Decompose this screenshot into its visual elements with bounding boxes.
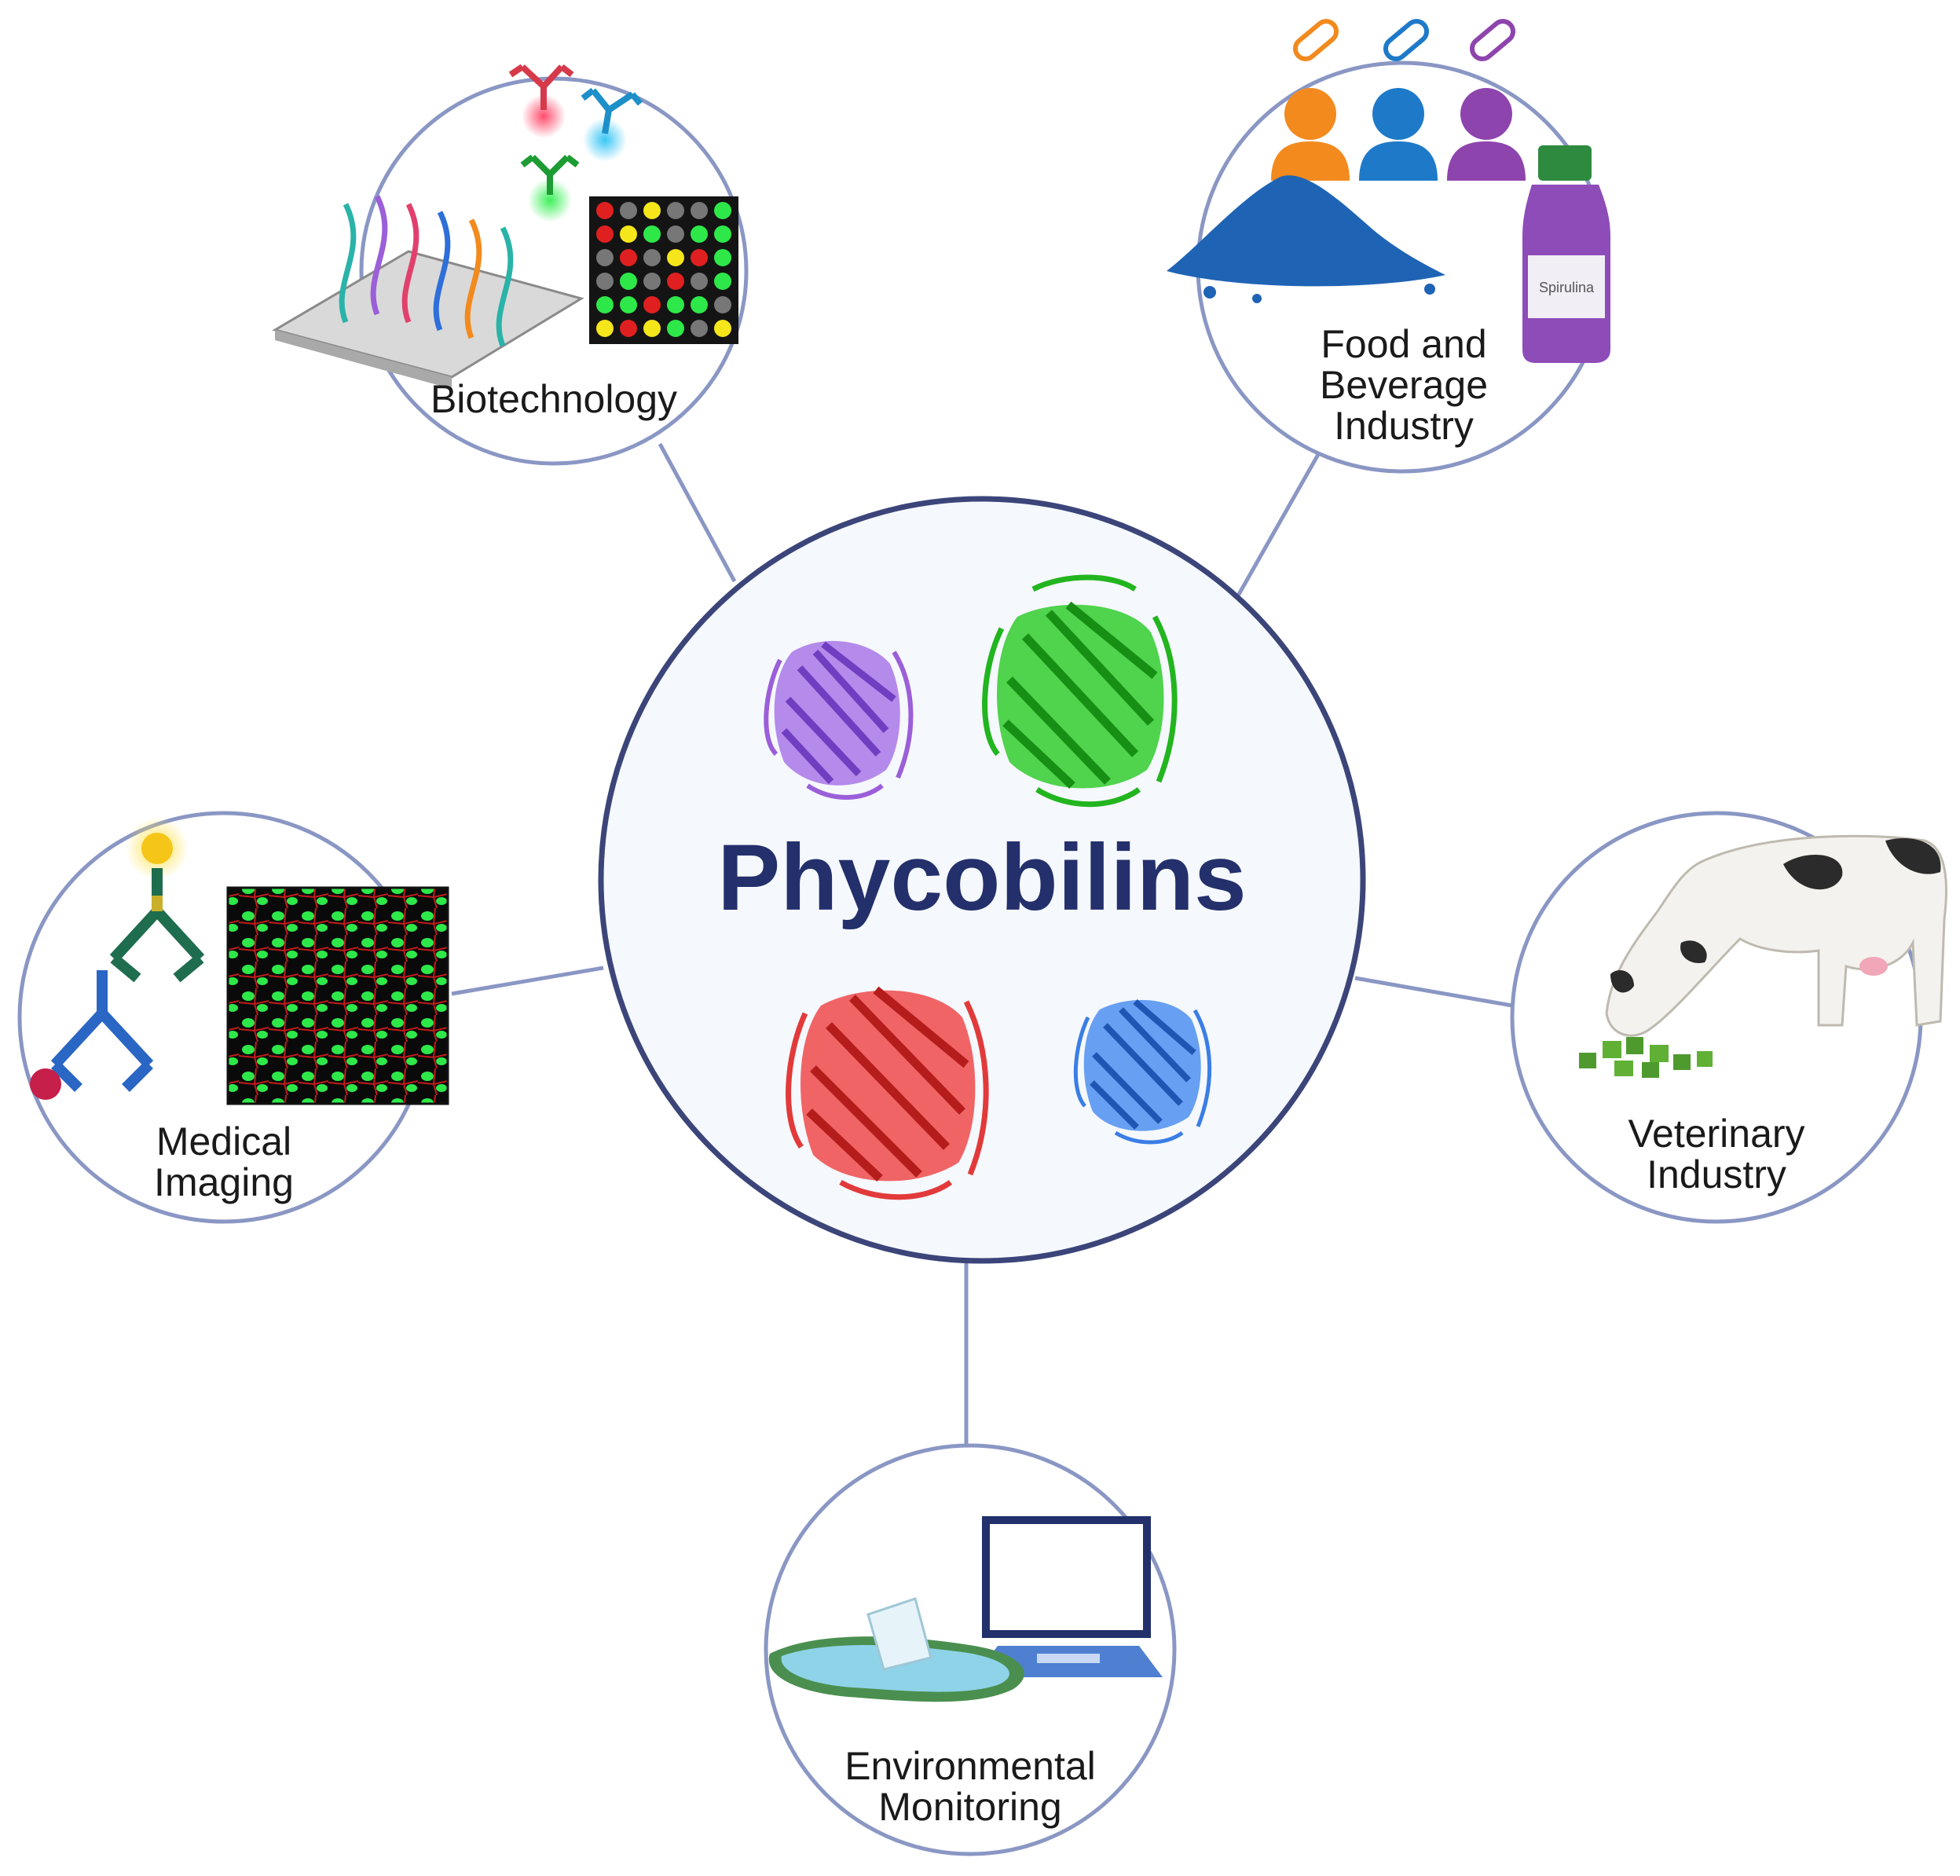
microarray-spot <box>596 320 614 337</box>
microarray-spot <box>691 296 708 313</box>
medical-label-line2: Imaging <box>154 1160 294 1204</box>
microarray-spot <box>620 320 637 337</box>
powder-pile-icon <box>1167 175 1445 303</box>
microarray-spot <box>667 273 684 290</box>
microarray-spot <box>643 225 661 243</box>
microarray-spot <box>714 202 731 219</box>
bottle-icon: Spirulina <box>1522 145 1610 363</box>
microarray-spot <box>691 320 708 337</box>
connector-veterinary <box>1354 976 1513 1008</box>
microarray-spot <box>714 273 731 290</box>
microarray-spot <box>691 225 708 243</box>
microarray-spot <box>667 320 684 337</box>
microarray-spot <box>643 296 661 313</box>
microarray-spot <box>643 249 661 266</box>
veterinary-label-line2: Industry <box>1647 1152 1786 1196</box>
microarray-spot <box>714 320 731 337</box>
food-label-line3: Industry <box>1334 404 1474 448</box>
node-medical-imaging[interactable]: Medical Imaging <box>17 811 449 1224</box>
biotech-label: Biotechnology <box>430 377 677 421</box>
food-label-line2: Beverage <box>1320 363 1488 407</box>
microarray-spot <box>691 249 708 266</box>
protein-purple-icon <box>764 640 914 800</box>
cell-image-icon <box>226 886 449 1105</box>
bottle-label: Spirulina <box>1539 280 1595 295</box>
microarray-spot <box>620 296 637 313</box>
node-biotechnology[interactable]: Biotechnology <box>272 64 749 466</box>
laptop-icon <box>974 1516 1163 1677</box>
antibody-icon <box>508 64 643 222</box>
microarray-spot <box>667 249 684 266</box>
environmental-label-line2: Monitoring <box>878 1785 1061 1829</box>
connector-medical <box>451 965 604 996</box>
microarray-spot <box>691 202 708 219</box>
protein-green-icon <box>982 574 1178 808</box>
microarray-spot <box>643 202 661 219</box>
veterinary-label-line1: Veterinary <box>1628 1112 1804 1156</box>
node-food-beverage[interactable]: Spirulina Food and Beverage Industry <box>1167 17 1610 474</box>
dna-slide-icon <box>272 195 584 389</box>
cow-icon <box>1605 834 1947 1037</box>
microarray-icon <box>589 196 738 344</box>
microarray-spot <box>596 296 614 313</box>
microarray-spot <box>714 225 731 243</box>
people-icon <box>1271 88 1526 181</box>
protein-red-icon <box>786 986 989 1200</box>
microarray-spot <box>596 273 614 290</box>
capsule-icon <box>1292 19 1516 61</box>
microarray-spot <box>667 225 684 243</box>
antibody-icon <box>30 817 205 1100</box>
microarray-spot <box>620 273 637 290</box>
food-label-line1: Food and <box>1321 322 1486 366</box>
connectors <box>451 442 1513 1445</box>
microarray-spot <box>620 202 637 219</box>
microarray-spot <box>714 296 731 313</box>
microarray-spot <box>643 320 661 337</box>
microarray-spot <box>667 296 684 313</box>
microarray-spot <box>691 273 708 290</box>
microarray-spot <box>596 249 614 266</box>
environmental-label-line1: Environmental <box>844 1744 1096 1788</box>
microarray-spot <box>714 249 731 266</box>
sample-cup-icon <box>866 1597 932 1671</box>
feed-pellets-icon <box>1579 1037 1713 1078</box>
connector-food <box>1235 450 1322 599</box>
water-puddle-icon <box>768 1636 1024 1702</box>
medical-label-line1: Medical <box>156 1119 291 1163</box>
hub-title: Phycobilins <box>717 825 1246 930</box>
hub-node[interactable]: Phycobilins <box>598 496 1366 1264</box>
microarray-spot <box>667 202 684 219</box>
microarray-spot <box>620 225 637 243</box>
microarray-spots <box>596 202 731 337</box>
node-environmental-monitoring[interactable]: Environmental Monitoring <box>764 1443 1177 1856</box>
microarray-spot <box>620 249 637 266</box>
microarray-spot <box>643 273 661 290</box>
microarray-spot <box>596 202 614 219</box>
node-veterinary-industry[interactable]: Veterinary Industry <box>1510 811 1947 1224</box>
microarray-spot <box>596 225 614 243</box>
protein-blue-icon <box>1073 998 1212 1145</box>
connector-biotech <box>658 442 737 583</box>
